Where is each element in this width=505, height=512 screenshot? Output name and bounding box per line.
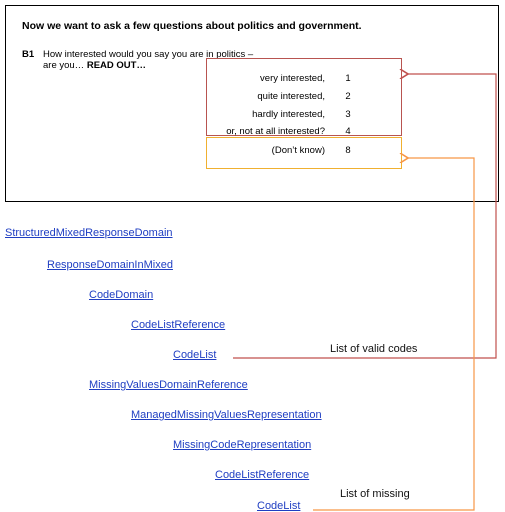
tree-node-structured-mixed-response-domain[interactable]: StructuredMixedResponseDomain	[5, 227, 173, 239]
question-text-prefix: are you…	[43, 60, 87, 71]
missing-note: List of missing	[340, 488, 410, 500]
question-text-line1: How interested would you say you are in …	[43, 49, 254, 60]
tree-node-missing-code-representation[interactable]: MissingCodeRepresentation	[173, 439, 312, 451]
question-text: How interested would you say you are in …	[43, 49, 253, 71]
tree-node-response-domain-in-mixed[interactable]: ResponseDomainInMixed	[47, 259, 173, 271]
tree-node-missing-values-domain-reference[interactable]: MissingValuesDomainReference	[89, 379, 248, 391]
questionnaire-box: Now we want to ask a few questions about…	[5, 5, 499, 202]
tree-node-code-domain[interactable]: CodeDomain	[89, 289, 154, 301]
missing-option-label: (Don’t know)	[271, 145, 325, 156]
option-code: 2	[345, 91, 351, 102]
valid-codes-note: List of valid codes	[330, 343, 418, 355]
option-label: hardly interested,	[252, 109, 325, 120]
missing-codes-connector	[313, 158, 475, 511]
valid-codes-connector	[233, 74, 497, 359]
option-code: 4	[345, 126, 351, 137]
question-heading: Now we want to ask a few questions about…	[22, 20, 362, 32]
tree-node-missing-code-list-reference[interactable]: CodeListReference	[215, 469, 310, 481]
option-label: very interested,	[260, 73, 325, 84]
tree-node-code-list-reference[interactable]: CodeListReference	[131, 319, 226, 331]
question-text-line2: are you… READ OUT…	[43, 60, 253, 71]
option-label: or, not at all interested?	[226, 126, 325, 137]
read-out-instruction: READ OUT…	[86, 60, 146, 71]
valid-codes-box	[206, 58, 402, 136]
tree-node-managed-missing-values-representation[interactable]: ManagedMissingValuesRepresentation	[131, 409, 322, 421]
option-code: 3	[345, 109, 351, 120]
option-label: quite interested,	[257, 91, 325, 102]
question-number: B1	[22, 49, 35, 60]
missing-option-code: 8	[345, 145, 351, 156]
tree-node-code-list[interactable]: CodeList	[173, 349, 217, 361]
option-code: 1	[345, 73, 351, 84]
tree-node-missing-code-list[interactable]: CodeList	[257, 500, 301, 512]
